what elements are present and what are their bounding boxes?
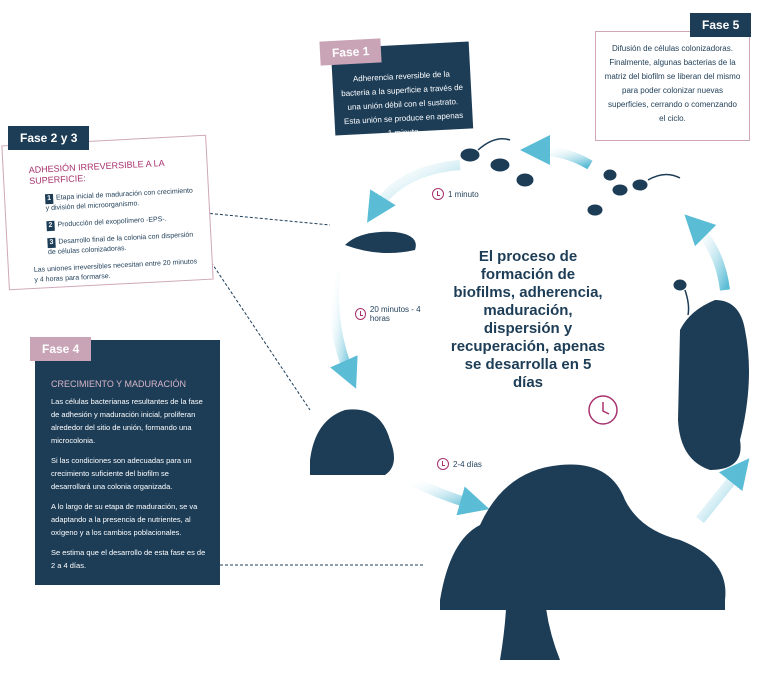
fase5-text: Difusión de células colonizadoras. Final… — [604, 44, 741, 123]
fase23-card: ADHESIÓN IRREVERSIBLE A LA SUPERFICIE: 1… — [1, 134, 214, 291]
time-label-1: 1 minuto — [432, 188, 479, 200]
arrow-4 — [696, 458, 750, 524]
clock-icon — [355, 308, 366, 320]
item-number: 1 — [44, 193, 54, 205]
time-text: 1 minuto — [448, 189, 479, 199]
clock-icon — [437, 458, 449, 470]
fase4-tag: Fase 4 — [30, 337, 92, 361]
fase4-paragraph: Las células bacterianas resultantes de l… — [51, 397, 203, 445]
time-text: 2-4 días — [453, 459, 482, 469]
fase1-text: Adherencia reversible de la bacteria a l… — [341, 69, 464, 138]
arrow-2 — [329, 269, 358, 389]
arrow-5 — [684, 214, 730, 291]
fase23-heading: ADHESIÓN IRREVERSIBLE A LA SUPERFICIE: — [28, 157, 165, 187]
time-label-3: 2-4 días — [437, 458, 482, 470]
biofilm-shapes — [310, 231, 749, 660]
fase1-tag: Fase 1 — [319, 38, 382, 66]
stage4-tower — [500, 560, 560, 660]
stage5-branch — [700, 305, 735, 335]
cycle-arrows — [329, 135, 750, 524]
main-title: El proceso de formación de biofilms, adh… — [450, 248, 606, 391]
fase5-card: Difusión de células colonizadoras. Final… — [595, 31, 750, 141]
bacteria — [460, 138, 690, 316]
time-label-2: 20 minutos - 4 horas — [355, 305, 435, 323]
item-text: Producción del exopolímero -EPS-. — [57, 215, 167, 229]
time-text: 20 minutos - 4 horas — [369, 305, 421, 323]
stage2-film — [345, 231, 416, 254]
fase5-tag: Fase 5 — [690, 13, 752, 37]
fase4-paragraph: Si las condiciones son adecuadas para un… — [51, 456, 192, 491]
arrow-6 — [520, 135, 593, 170]
item-text: Desarrollo final de la colonia con dispe… — [47, 231, 194, 257]
fase4-paragraph: Se estima que el desarrollo de esta fase… — [51, 548, 206, 570]
stage3-colony — [310, 409, 394, 475]
clock-icon-large — [588, 395, 618, 425]
fase23-tag: Fase 2 y 3 — [8, 126, 90, 150]
stage4-mature — [440, 464, 726, 610]
fase4-heading: CRECIMIENTO Y MADURACIÓN — [51, 379, 187, 389]
item-text: Etapa inicial de maduración con crecimie… — [45, 187, 194, 213]
dashed-connectors — [200, 210, 425, 566]
item-number: 3 — [47, 237, 56, 249]
arrow-3 — [407, 475, 490, 516]
item-number: 2 — [46, 220, 55, 232]
fase4-card: CRECIMIENTO Y MADURACIÓN Las células bac… — [35, 340, 220, 585]
clock-icon — [432, 188, 444, 200]
stage5-tower — [678, 300, 749, 470]
arrow-1 — [367, 160, 461, 223]
fase4-paragraph: A lo largo de su etapa de maduración, se… — [51, 502, 198, 537]
